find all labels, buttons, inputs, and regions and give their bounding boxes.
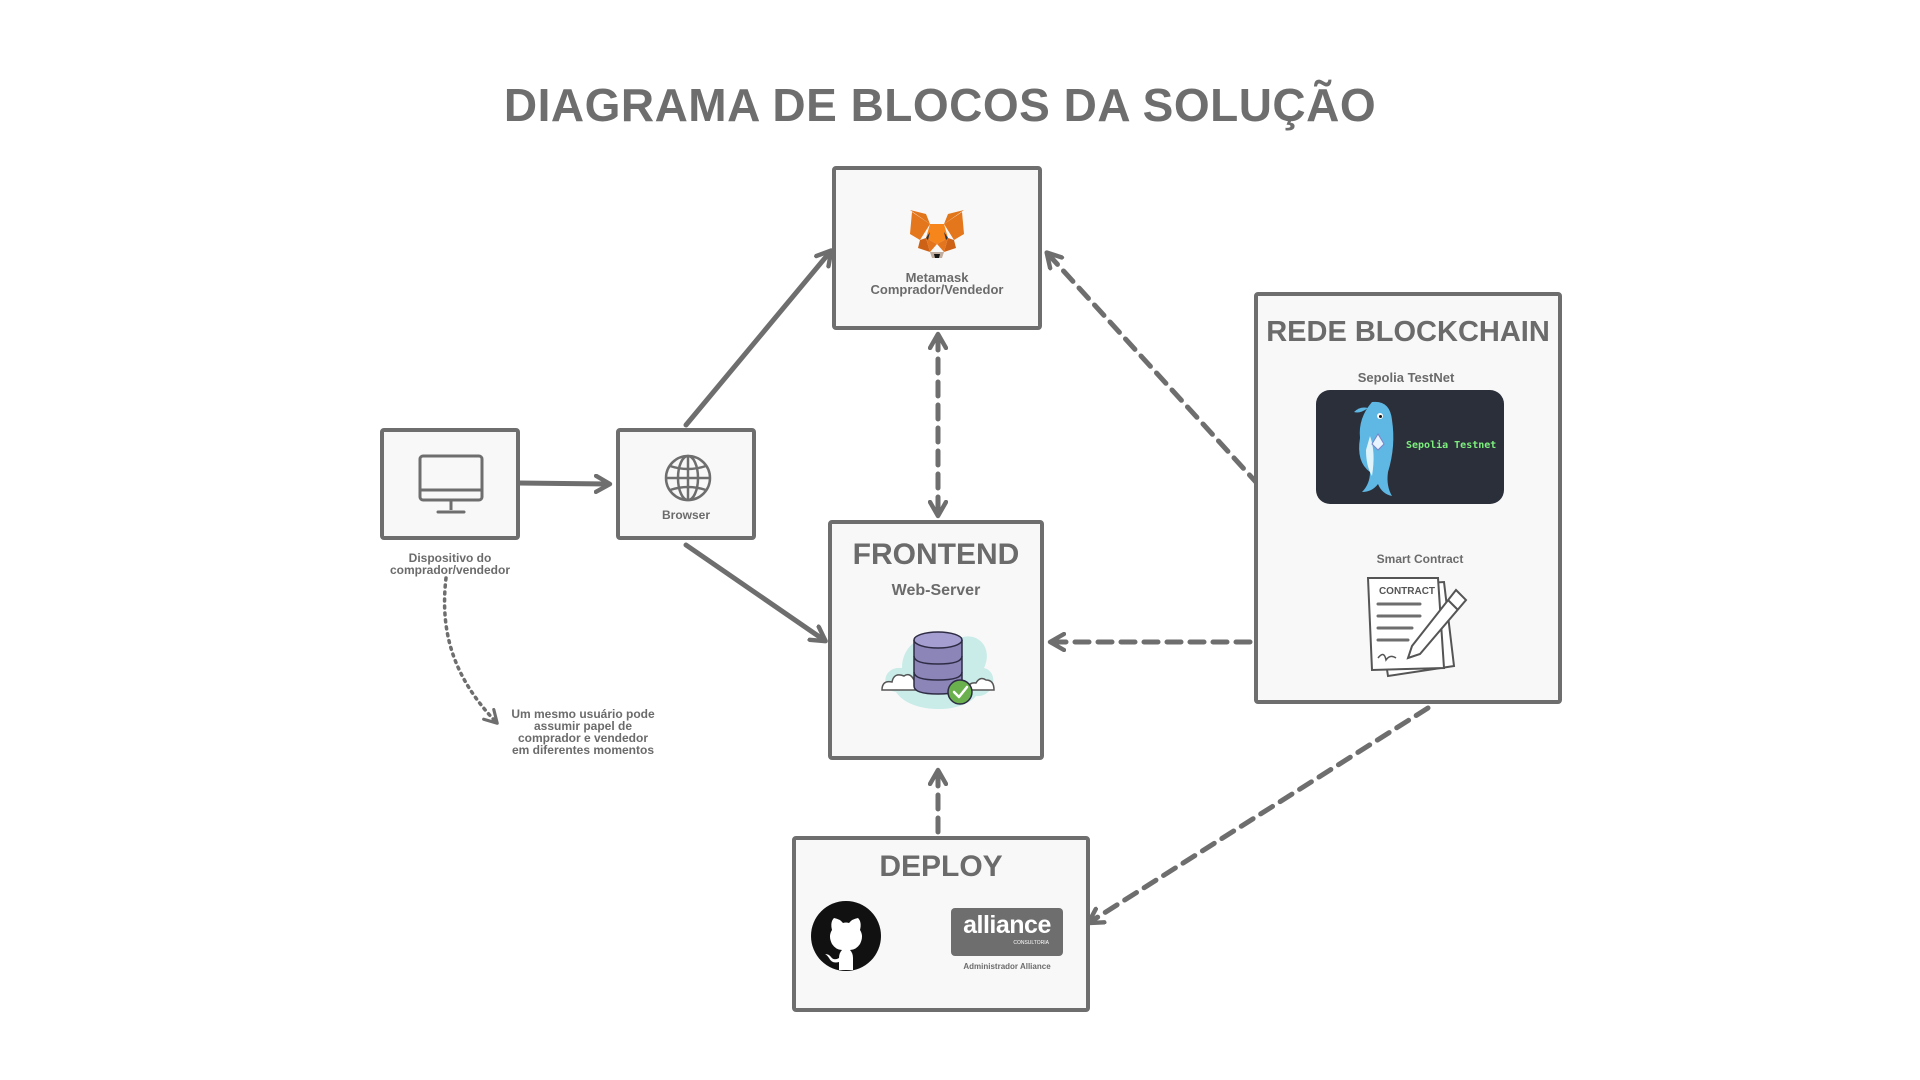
deploy-box: DEPLOY alliance CONSULTORIA Administrado… [792, 836, 1090, 1012]
metamask-label: Metamask Comprador/Vendedor [870, 270, 1004, 297]
frontend-box: FRONTEND Web-Server [828, 520, 1044, 760]
arrow-device-note [442, 576, 499, 725]
metamask-box: Metamask Comprador/Vendedor [832, 166, 1042, 330]
contract-doc-text: CONTRACT [1378, 586, 1436, 597]
sepolia-label: Sepolia TestNet [1357, 370, 1455, 385]
blockchain-title: REDE BLOCKCHAIN [1266, 316, 1550, 348]
github-icon[interactable] [810, 900, 882, 972]
device-label: Dispositivo do comprador/vendedor [389, 551, 511, 577]
database-server-icon [881, 631, 995, 710]
arrow-blockchain-deploy [1090, 705, 1431, 922]
metamask-fox-icon [910, 210, 964, 258]
frontend-title: FRONTEND [852, 538, 1020, 571]
sepolia-card: Sepolia Testnet [1316, 390, 1504, 504]
arrow-device-browser [515, 483, 608, 484]
blockchain-box: REDE BLOCKCHAIN Sepolia TestNet Sepolia … [1254, 292, 1562, 704]
contract-document-icon [1366, 577, 1468, 678]
user-role-note: Um mesmo usuário pode assumir papel de c… [511, 707, 655, 757]
alliance-logo-sub: CONSULTORIA [1013, 940, 1049, 946]
browser-box: Browser [616, 428, 756, 540]
arrow-browser-frontend [683, 542, 824, 640]
sepolia-card-text: Sepolia Testnet [1406, 440, 1497, 451]
browser-label: Browser [661, 508, 711, 522]
alliance-admin-label: Administrador Alliance [963, 962, 1051, 971]
alliance-logo-text: alliance [963, 911, 1051, 939]
globe-icon [664, 454, 712, 502]
page-title: DIAGRAMA DE BLOCOS DA SOLUÇÃO [503, 79, 1377, 131]
frontend-subtitle: Web-Server [891, 582, 981, 599]
device-box [380, 428, 520, 540]
deploy-title: DEPLOY [879, 850, 1003, 883]
arrow-browser-metamask [683, 252, 830, 428]
smart-contract-label: Smart Contract [1376, 552, 1464, 566]
monitor-icon [418, 454, 484, 514]
alliance-logo: alliance CONSULTORIA [951, 908, 1063, 956]
dolphin-icon [1354, 401, 1394, 496]
